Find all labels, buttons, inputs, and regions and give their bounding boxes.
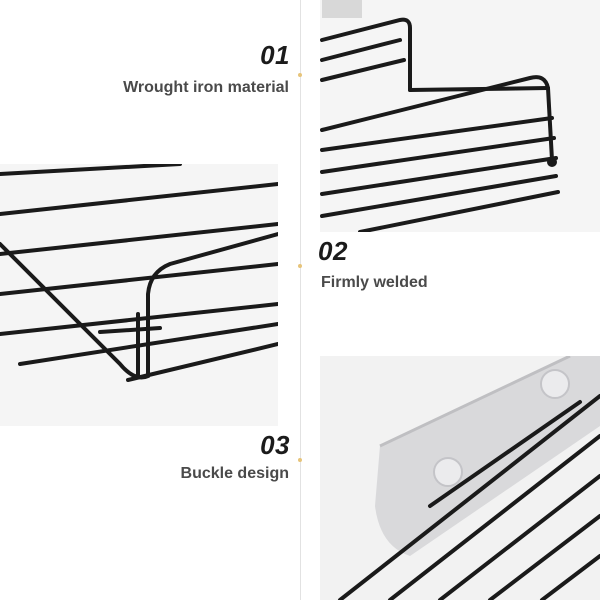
buckle-design-photo bbox=[320, 356, 600, 600]
rack-welded-photo bbox=[0, 164, 278, 426]
feature-01-label: Wrought iron material bbox=[123, 79, 289, 96]
feature-02-number: 02 bbox=[318, 236, 348, 266]
feature-01-number: 01 bbox=[260, 40, 290, 70]
feature-03-label: Buckle design bbox=[180, 465, 289, 482]
marker-dot-03 bbox=[298, 458, 302, 462]
feature-02-label: Firmly welded bbox=[321, 274, 428, 291]
marker-dot-01 bbox=[298, 73, 302, 77]
feature-03-number: 03 bbox=[260, 430, 290, 460]
rack-corner-photo bbox=[320, 0, 600, 232]
center-divider bbox=[300, 0, 301, 600]
marker-dot-02 bbox=[298, 264, 302, 268]
